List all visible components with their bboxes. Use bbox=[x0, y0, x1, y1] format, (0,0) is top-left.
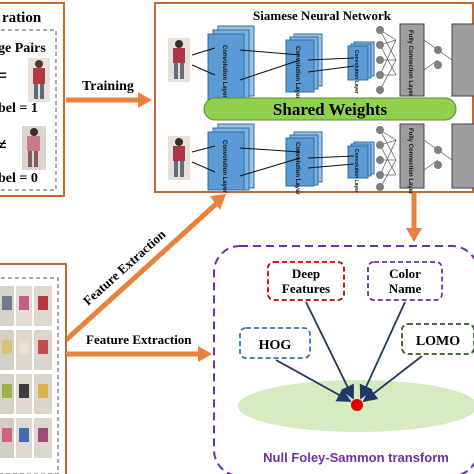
feature-extraction-horizontal-label: Feature Extraction bbox=[86, 332, 192, 347]
conv-layer-3-bottom: Convolution Layer bbox=[347, 141, 375, 193]
top-branch: Convolution Layer Convolution Layer Conv… bbox=[168, 23, 474, 105]
siamese-title: Siamese Neural Network bbox=[253, 8, 392, 23]
lomo-box: LOMO bbox=[401, 323, 474, 355]
conv-layer-3-bottom-label: Convolution Layer bbox=[353, 149, 359, 193]
training-data-panel: ration ge Pairs = bel = 1 ≠ bel = 0 bbox=[0, 2, 65, 197]
null-foley-sammon-label: Null Foley-Sammon transform bbox=[263, 450, 449, 465]
fc-layer-top-label: Fully Connection Layer bbox=[407, 30, 413, 97]
label-one: bel = 1 bbox=[0, 101, 38, 116]
input-image-top bbox=[168, 38, 190, 82]
gallery-person-grid bbox=[0, 286, 52, 458]
input-image-bottom bbox=[168, 136, 190, 180]
training-arrow: Training bbox=[66, 79, 152, 108]
image-pairs-label: ge Pairs bbox=[0, 41, 46, 56]
conv-layer-1-top-label: Convolution Layer bbox=[221, 45, 227, 98]
label-zero: bel = 0 bbox=[0, 171, 38, 186]
feature-extraction-horizontal-arrow: Feature Extraction bbox=[66, 332, 212, 362]
feature-extraction-diagonal-label: Feature Extraction bbox=[80, 226, 169, 308]
fusion-arrows bbox=[275, 301, 423, 403]
fc-nodes-top: Fully Connection Layer bbox=[376, 23, 474, 97]
conv-layer-1-top: Convolution Layer bbox=[207, 25, 255, 105]
person-image-different bbox=[22, 126, 46, 170]
siamese-to-features-arrow bbox=[406, 193, 422, 242]
shared-weights-label: Shared Weights bbox=[273, 100, 388, 119]
top-branch-connections bbox=[191, 47, 355, 81]
conv-layer-3-top-label: Convolution Layer bbox=[353, 50, 359, 94]
image-pairs-box bbox=[0, 29, 57, 191]
bottom-branch: Convolution Layer Convolution Layer Conv… bbox=[168, 123, 474, 195]
conv-layer-1-bottom: Convolution Layer bbox=[207, 123, 255, 193]
equals-sign: = bbox=[0, 65, 7, 87]
conv-layer-2-top-label: Convolution Layer bbox=[294, 46, 300, 99]
not-equals-sign: ≠ bbox=[0, 135, 7, 157]
bottom-branch-connections bbox=[191, 145, 355, 177]
conv-layer-1-bottom-label: Convolution Layer bbox=[221, 140, 227, 193]
shared-weights-bar: Shared Weights bbox=[203, 97, 457, 121]
conv-layer-2-bottom-label: Convolution Layer bbox=[294, 142, 300, 195]
gallery-panel bbox=[0, 263, 67, 474]
feature-extraction-diagonal-arrow: Feature Extraction bbox=[64, 194, 226, 342]
siamese-network-panel: Siamese Neural Network Convolution Layer bbox=[154, 2, 474, 195]
person-image-similar bbox=[28, 58, 50, 102]
fc-layer-bottom-label: Fully Connection Layer bbox=[407, 128, 413, 195]
fc-nodes-bottom: Fully Connection Layer bbox=[376, 123, 474, 195]
training-data-title: ration bbox=[2, 10, 42, 26]
hog-box: HOG bbox=[239, 327, 311, 359]
gallery-dashed-box bbox=[0, 277, 59, 474]
fused-point bbox=[351, 399, 363, 411]
hog-label: HOG bbox=[259, 338, 292, 353]
conv-layer-3-top: Convolution Layer bbox=[347, 41, 375, 94]
lomo-label: LOMO bbox=[416, 334, 460, 349]
training-label: Training bbox=[82, 79, 134, 94]
